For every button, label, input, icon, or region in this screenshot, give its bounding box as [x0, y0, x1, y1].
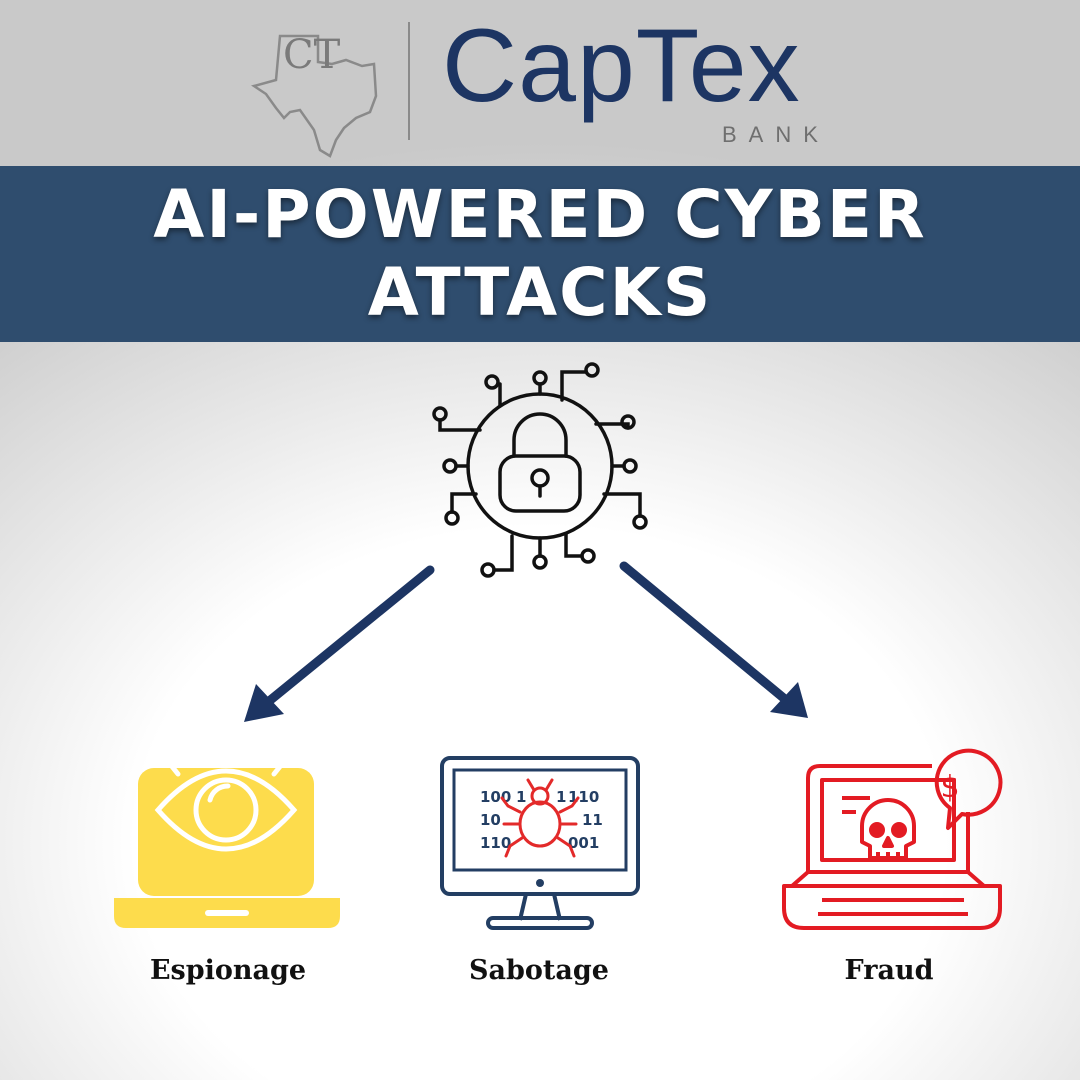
binary-text: 001: [568, 834, 599, 852]
binary-text: 1: [556, 788, 566, 806]
binary-text: 1: [516, 788, 526, 806]
binary-text: 10: [480, 811, 501, 829]
label-sabotage: Sabotage: [469, 955, 609, 986]
brand-logo: CT CapTex BANK: [0, 0, 1080, 160]
monogram-c: CT: [283, 32, 341, 78]
title-banner: AI-POWERED CYBER ATTACKS: [0, 166, 1080, 342]
brand-subtitle: BANK: [722, 122, 830, 147]
texas-monogram-icon: CT: [251, 22, 410, 158]
skull-laptop-icon: $: [782, 748, 1003, 930]
binary-text: 11: [582, 811, 603, 829]
eye-laptop-icon: [114, 745, 340, 928]
circuit-lock-icon: [432, 362, 648, 578]
bug-monitor-icon: 100 1 1 110 10 11 110 001: [440, 756, 640, 930]
bug-icon: [500, 778, 580, 858]
page-title: AI-POWERED CYBER ATTACKS: [153, 176, 927, 331]
arrow-right-icon: [619, 561, 808, 718]
label-espionage: Espionage: [149, 955, 307, 986]
svg-text:$: $: [940, 770, 959, 805]
arrow-left-icon: [244, 565, 435, 722]
label-fraud: Fraud: [844, 955, 934, 986]
binary-text: 110: [480, 834, 511, 852]
brand-name: CapTex: [442, 8, 801, 124]
